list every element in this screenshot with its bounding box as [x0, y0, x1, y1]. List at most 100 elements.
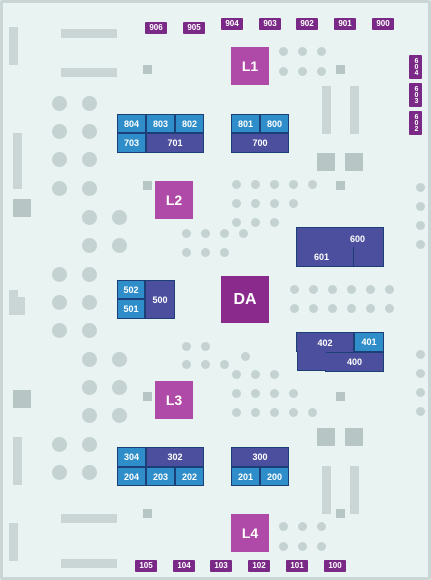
booth-400[interactable]: 400	[325, 352, 384, 372]
seat	[232, 218, 241, 227]
seat	[239, 229, 248, 238]
bench	[61, 68, 117, 77]
booth-203[interactable]: 203	[146, 467, 175, 486]
booth-tag-100[interactable]: 100	[324, 560, 346, 572]
seat	[385, 304, 394, 313]
seat	[416, 369, 425, 378]
table	[52, 96, 67, 111]
booth-800[interactable]: 800	[260, 114, 289, 133]
seat	[251, 389, 260, 398]
booth-tag-901[interactable]: 901	[334, 18, 356, 30]
booth-802[interactable]: 802	[175, 114, 204, 133]
booth-501[interactable]: 501	[117, 299, 145, 319]
booth-tag-602[interactable]: 602	[409, 111, 422, 135]
seat	[317, 67, 326, 76]
booth-204[interactable]: 204	[117, 467, 146, 486]
booth-tag-102[interactable]: 102	[248, 560, 270, 572]
lounge-l2[interactable]: L2	[155, 181, 193, 219]
seat	[220, 248, 229, 257]
bench	[317, 153, 335, 171]
booth-302[interactable]: 302	[146, 447, 204, 467]
seat	[317, 522, 326, 531]
seat	[241, 352, 250, 361]
seat	[182, 360, 191, 369]
table	[82, 267, 97, 282]
pillar	[143, 392, 152, 401]
seat	[298, 47, 307, 56]
booth-701[interactable]: 701	[146, 133, 204, 153]
seat	[279, 47, 288, 56]
booth-tag-902[interactable]: 902	[296, 18, 318, 30]
seat	[279, 542, 288, 551]
center-booth-da[interactable]: DA	[221, 276, 269, 323]
booth-500[interactable]: 500	[145, 280, 175, 319]
booth-tag-603[interactable]: 603	[409, 83, 422, 107]
booth-200[interactable]: 200	[260, 467, 289, 486]
table	[112, 238, 127, 253]
seat	[347, 304, 356, 313]
lounge-l1[interactable]: L1	[231, 47, 269, 85]
booth-tag-104[interactable]: 104	[173, 560, 195, 572]
seat	[220, 229, 229, 238]
seat	[251, 199, 260, 208]
booth-tag-906[interactable]: 906	[145, 22, 167, 34]
table	[82, 96, 97, 111]
seat	[416, 350, 425, 359]
table	[52, 437, 67, 452]
lounge-l4[interactable]: L4	[231, 514, 269, 552]
booth-tag-101[interactable]: 101	[286, 560, 308, 572]
booth-700[interactable]: 700	[231, 133, 289, 153]
seat	[385, 285, 394, 294]
lounge-l3[interactable]: L3	[155, 381, 193, 419]
seat	[298, 522, 307, 531]
booth-601[interactable]: 601	[296, 247, 354, 267]
booth-tag-103[interactable]: 103	[210, 560, 232, 572]
seat	[182, 342, 191, 351]
seat	[251, 370, 260, 379]
bench	[350, 86, 359, 134]
booth-tag-900[interactable]: 900	[372, 18, 394, 30]
seat	[317, 47, 326, 56]
bench	[13, 390, 31, 408]
seat	[232, 389, 241, 398]
bench	[345, 153, 363, 171]
seat	[270, 370, 279, 379]
booth-402-extension	[297, 351, 326, 371]
seat	[270, 408, 279, 417]
booth-401[interactable]: 401	[354, 332, 384, 352]
bench	[9, 27, 18, 65]
seat	[290, 304, 299, 313]
booth-804[interactable]: 804	[117, 114, 146, 133]
booth-tag-105[interactable]: 105	[135, 560, 157, 572]
table	[82, 323, 97, 338]
booth-tag-903[interactable]: 903	[259, 18, 281, 30]
pillar	[143, 509, 152, 518]
booth-304[interactable]: 304	[117, 447, 146, 467]
booth-tag-905[interactable]: 905	[183, 22, 205, 34]
booth-300[interactable]: 300	[231, 447, 289, 467]
booth-703[interactable]: 703	[117, 133, 146, 153]
bench	[61, 29, 117, 38]
seat	[251, 408, 260, 417]
booth-502[interactable]: 502	[117, 280, 145, 299]
table	[52, 323, 67, 338]
seat	[416, 202, 425, 211]
seat	[232, 408, 241, 417]
seat	[298, 67, 307, 76]
booth-803[interactable]: 803	[146, 114, 175, 133]
table	[82, 210, 97, 225]
booth-201[interactable]: 201	[231, 467, 260, 486]
seat	[201, 229, 210, 238]
seat	[298, 542, 307, 551]
booth-tag-904[interactable]: 904	[221, 18, 243, 30]
booth-tag-604[interactable]: 604	[409, 55, 422, 79]
seat	[182, 248, 191, 257]
table	[82, 408, 97, 423]
booth-402[interactable]: 402	[296, 332, 354, 352]
booth-801[interactable]: 801	[231, 114, 260, 133]
seat	[279, 67, 288, 76]
table	[52, 152, 67, 167]
booth-202[interactable]: 202	[175, 467, 204, 486]
seat	[416, 240, 425, 249]
seat	[416, 388, 425, 397]
